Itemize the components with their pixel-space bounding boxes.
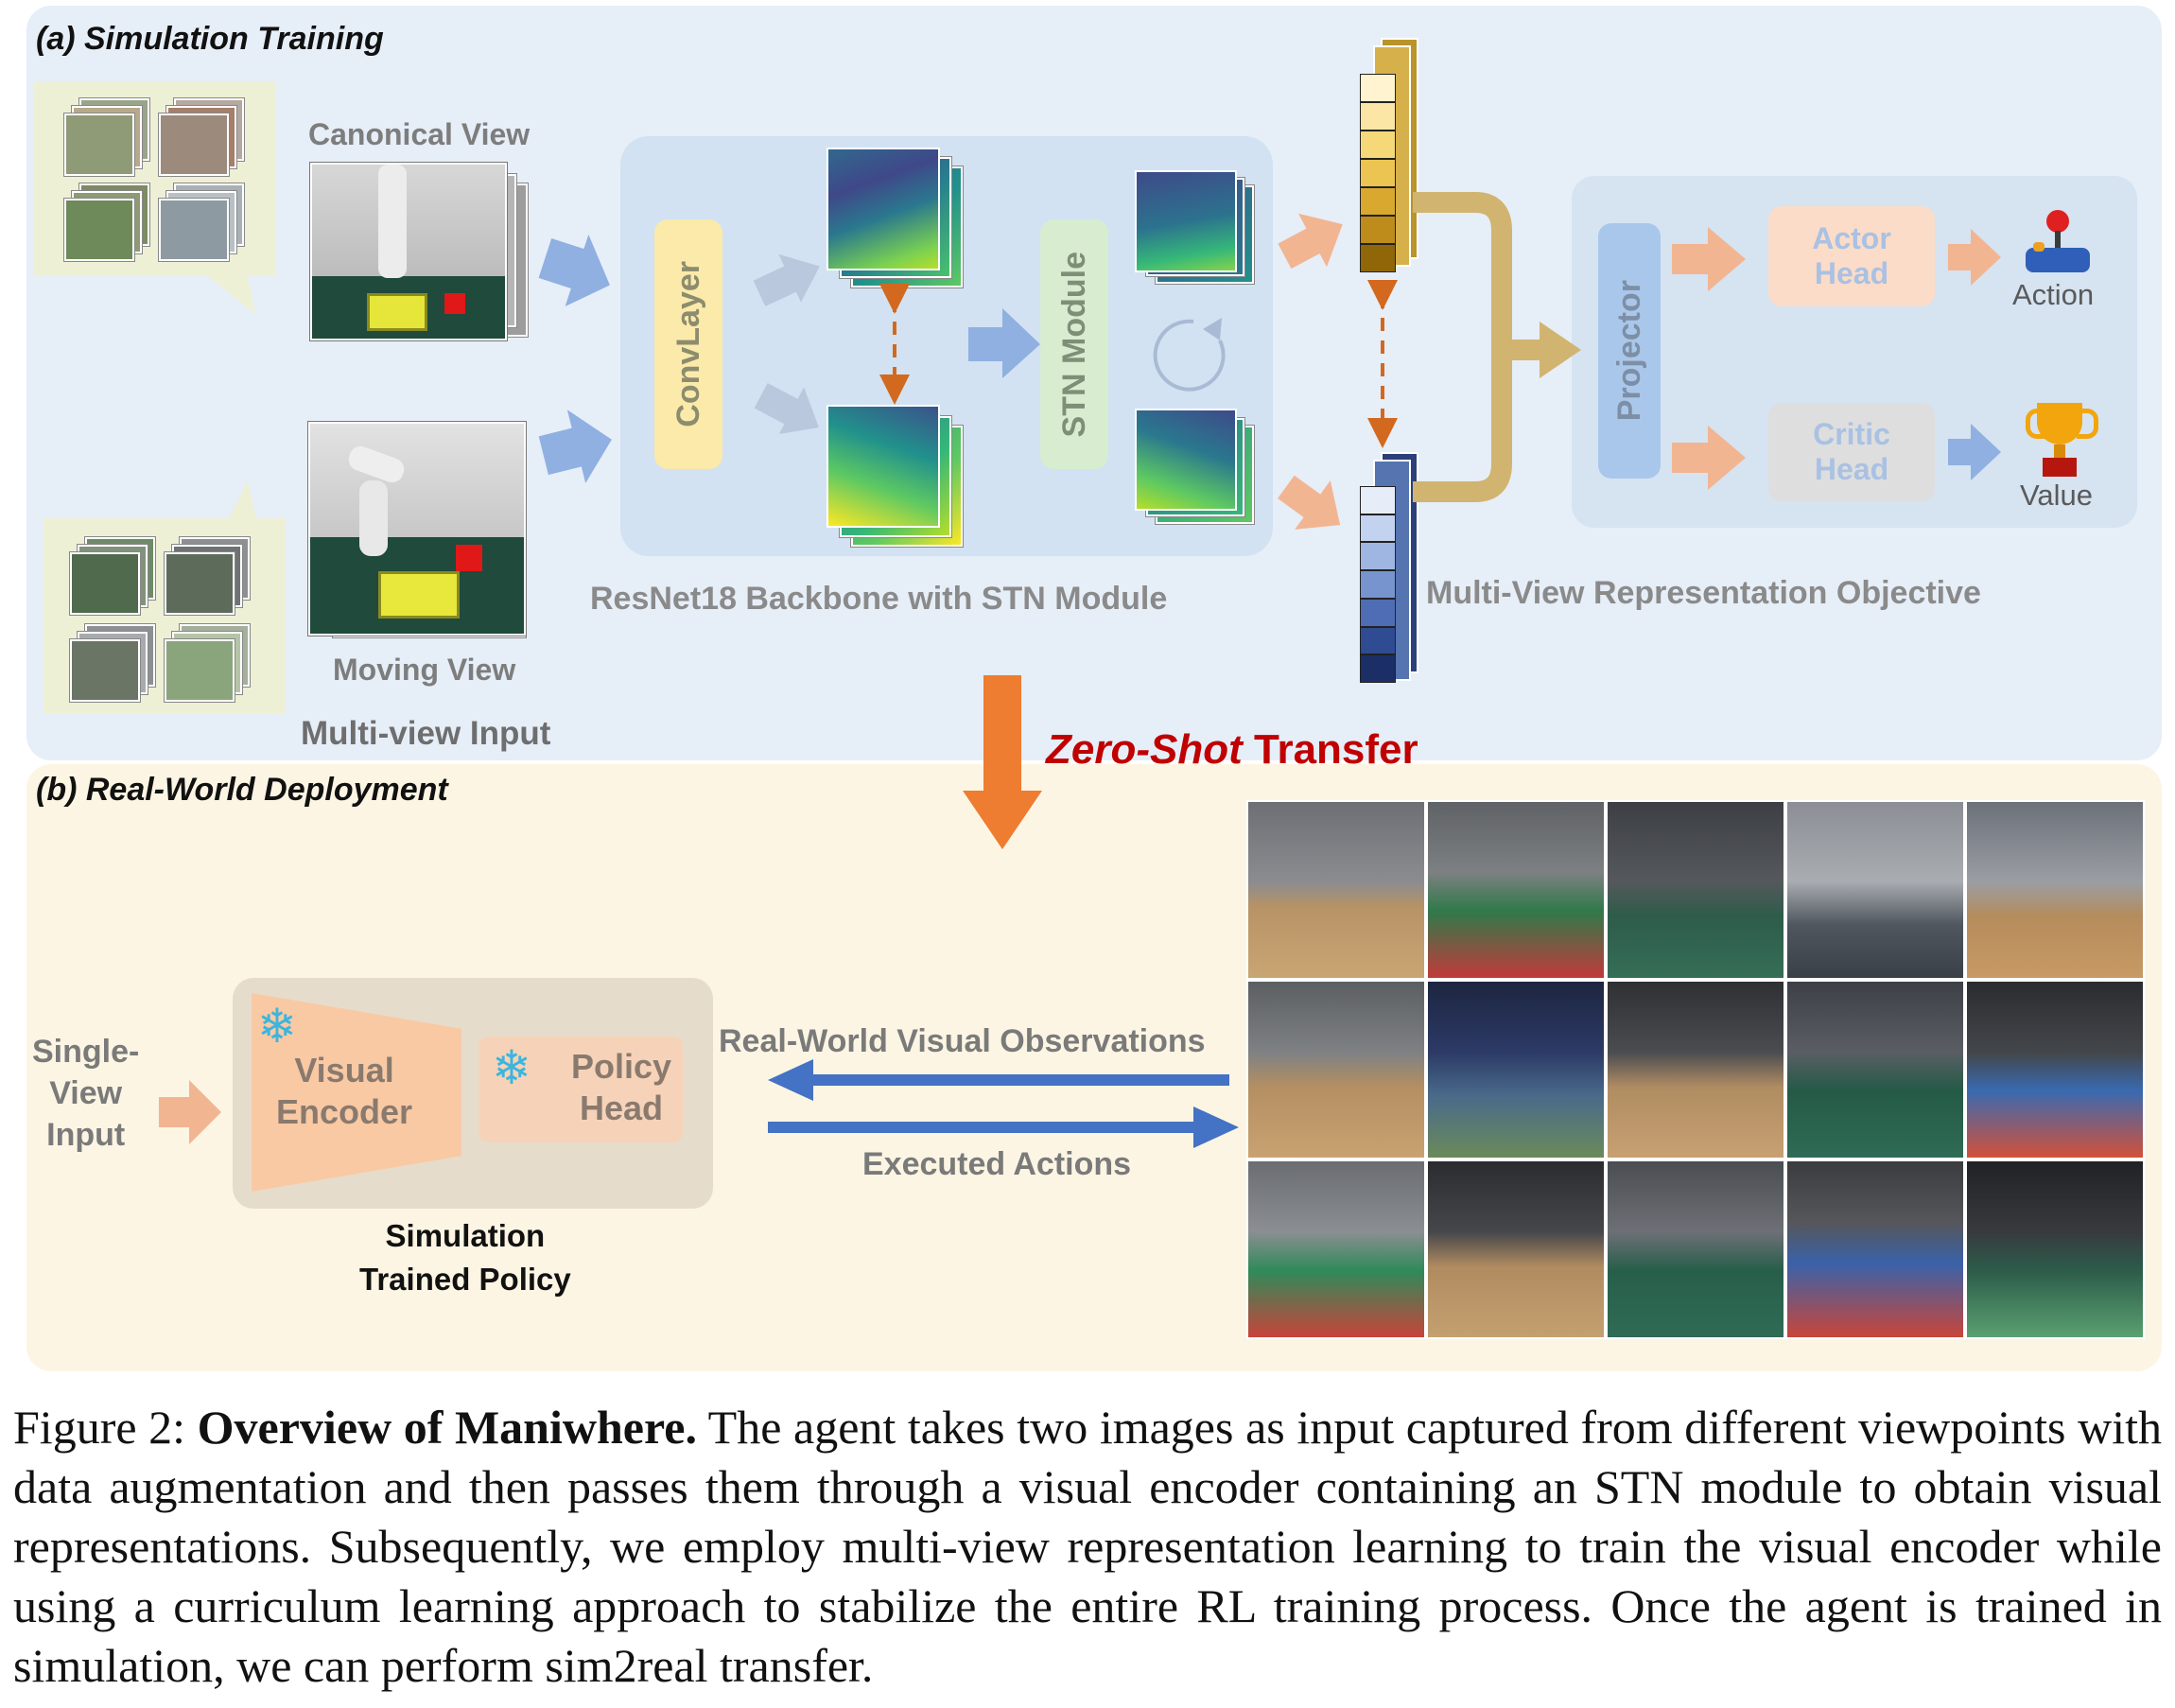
real-world-photo xyxy=(1426,1159,1606,1339)
stn-module-block: STN Module xyxy=(1040,219,1108,469)
caption-title: Overview of Maniwhere. xyxy=(197,1401,697,1454)
stn-output-bottom xyxy=(1135,409,1237,511)
canonical-view-image xyxy=(310,163,507,340)
real-world-photo xyxy=(1426,980,1606,1159)
real-world-observations-label: Real-World Visual Observations xyxy=(719,1023,1206,1059)
canonical-view-label: Canonical View xyxy=(308,117,531,151)
critic-head-block: Critic Head xyxy=(1768,403,1935,501)
real-world-photo xyxy=(1965,980,2145,1159)
aug-thumb xyxy=(70,639,140,702)
policy-head-block xyxy=(478,1037,683,1142)
value-label: Value xyxy=(2020,479,2093,512)
visual-encoder-shape xyxy=(252,993,461,1192)
stn-output-top xyxy=(1135,170,1237,272)
moving-view-label: Moving View xyxy=(333,653,516,687)
aug-thumb xyxy=(165,639,235,702)
projector-block: Projector xyxy=(1598,223,1661,479)
real-world-photo xyxy=(1246,800,1426,980)
conv-layer-block: ConvLayer xyxy=(654,219,722,469)
real-world-photo xyxy=(1785,980,1965,1159)
real-world-photo xyxy=(1246,1159,1426,1339)
actor-head-block: Actor Head xyxy=(1768,206,1935,306)
snowflake-icon: ❄ xyxy=(492,1041,531,1094)
aug-thumb xyxy=(165,552,235,615)
real-world-photo xyxy=(1965,800,2145,980)
projector-label: Projector xyxy=(1610,280,1647,422)
feature-vector-bottom-front xyxy=(1360,486,1396,684)
aug-thumb xyxy=(64,113,134,176)
real-world-photo xyxy=(1246,980,1426,1159)
stn-module-label: STN Module xyxy=(1055,251,1092,438)
actor-head-label: Actor Head xyxy=(1812,221,1891,290)
figure-caption: Figure 2: Overview of Maniwhere. The age… xyxy=(13,1398,2162,1696)
real-world-photo xyxy=(1606,1159,1785,1339)
aug-thumb xyxy=(70,552,140,615)
real-world-photo xyxy=(1426,800,1606,980)
action-label: Action xyxy=(2012,278,2095,311)
feature-map-bottom xyxy=(826,405,940,528)
aug-thumb xyxy=(159,113,229,176)
moving-view-image xyxy=(308,422,526,636)
section-b-title: (b) Real-World Deployment xyxy=(36,772,448,808)
visual-encoder-label: Visual Encoder xyxy=(276,1051,413,1131)
joystick-icon xyxy=(2024,210,2092,276)
zero-shot-emph: Zero-Shot xyxy=(1046,726,1243,773)
real-world-photo xyxy=(1785,800,1965,980)
policy-head-label: Policy Head xyxy=(571,1047,672,1127)
real-world-photo xyxy=(1606,980,1785,1159)
trained-policy-label: Simulation Trained Policy xyxy=(359,1218,571,1297)
feature-vector-top-front xyxy=(1360,74,1396,272)
single-view-input-label: Single- View Input xyxy=(32,1034,140,1153)
real-world-photo xyxy=(1965,1159,2145,1339)
executed-actions-label: Executed Actions xyxy=(862,1146,1132,1182)
snowflake-icon: ❄ xyxy=(257,1000,297,1053)
aug-thumb xyxy=(159,199,229,261)
real-world-photo xyxy=(1606,800,1785,980)
backbone-label: ResNet18 Backbone with STN Module xyxy=(590,581,1168,617)
real-world-photo-grid xyxy=(1246,800,2145,1339)
multi-view-input-label: Multi-view Input xyxy=(301,715,551,752)
feature-map-top xyxy=(826,148,940,270)
trophy-icon xyxy=(2024,403,2098,480)
caption-figure-number: Figure 2: xyxy=(13,1401,186,1454)
real-world-photo xyxy=(1785,1159,1965,1339)
critic-head-label: Critic Head xyxy=(1813,417,1890,486)
transfer-rest: Transfer xyxy=(1242,726,1418,773)
zero-shot-transfer-label: Zero-Shot Transfer xyxy=(1046,726,1418,774)
conv-layer-label: ConvLayer xyxy=(670,261,706,427)
caption-body: The agent takes two images as input capt… xyxy=(13,1401,2162,1692)
objective-label: Multi-View Representation Objective xyxy=(1426,575,1981,611)
section-a-title: (a) Simulation Training xyxy=(36,21,384,57)
aug-thumb xyxy=(64,199,134,261)
